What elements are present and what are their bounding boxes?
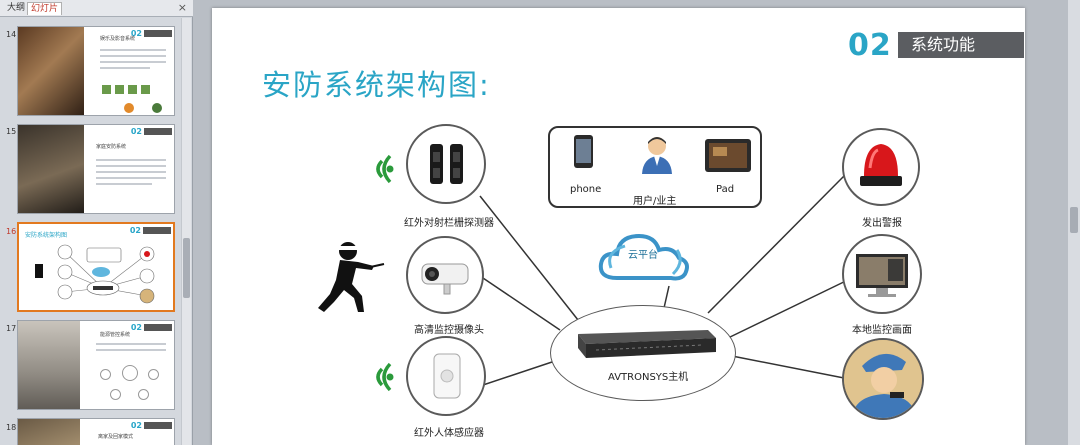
bullet-camera-icon: [421, 263, 469, 295]
close-icon[interactable]: ×: [177, 1, 187, 14]
alarm-label: 发出警报: [862, 218, 902, 229]
infrared-fence-label: 红外对射栏栅探测器: [404, 218, 494, 229]
section-number: 02: [848, 28, 892, 63]
user-owner-label: 用户/业主: [633, 196, 677, 207]
tab-slides[interactable]: 幻灯片: [27, 2, 63, 15]
slide-canvas[interactable]: 02 系统功能 安防系统架构图:: [212, 8, 1025, 445]
thumbnail-icon: [128, 85, 137, 94]
slide-thumbnail-18[interactable]: 02 离家及回家模式: [17, 418, 175, 445]
slide-scrollbar-thumb[interactable]: [1070, 207, 1078, 233]
slide-thumbnail-17[interactable]: 02 能源管控系统: [17, 320, 175, 410]
thumbnail-section-bar: [143, 227, 171, 234]
wifi-signal-icon: [376, 154, 394, 184]
thumbnail-icon: [100, 369, 111, 380]
hd-camera-node: [406, 236, 484, 314]
thumbnail-icon: [110, 389, 121, 400]
alarm-siren-icon: [860, 144, 902, 186]
local-monitor-node: [842, 234, 922, 314]
section-title: 系统功能: [911, 35, 976, 54]
thumbnail-icon: [152, 103, 162, 113]
intruder-icon: [318, 242, 385, 312]
thumbnail-badge: 02: [129, 226, 141, 235]
cloud-label: 云平台: [628, 250, 658, 261]
slide-title: 安防系统架构图:: [262, 68, 491, 102]
host-device-icon: [578, 330, 716, 358]
thumbnail-section-bar: [144, 128, 172, 135]
slide-number: 18: [6, 423, 17, 432]
thumbnail-text-line: [100, 49, 166, 51]
thumbnail-section-bar: [144, 324, 172, 331]
cloud-platform-icon: [598, 233, 689, 281]
thumbnail-title: 能源管控系统: [100, 332, 131, 338]
thumbnail-title: 家庭安防系统: [96, 144, 127, 150]
thumbnail-title: 离家及回家模式: [98, 434, 134, 440]
thumbnail-text-line: [96, 349, 166, 351]
monitor-icon: [856, 254, 908, 297]
slide-scrollbar[interactable]: [1068, 0, 1080, 445]
pane-scrollbar[interactable]: [181, 18, 191, 445]
slide-number: 16: [6, 227, 17, 236]
thumbnail-text-line: [100, 61, 166, 63]
phone-label: phone: [570, 184, 602, 195]
slide-thumbnail-15[interactable]: 02 家庭安防系统: [17, 124, 175, 214]
infrared-fence-node: [406, 124, 486, 204]
connector-lines: [479, 175, 853, 387]
security-guard-icon: [844, 340, 922, 418]
thumbnail-section-bar: [144, 30, 172, 37]
thumbnail-photo: [18, 125, 84, 213]
security-guard-node: [842, 338, 924, 420]
thumbnail-icon: [122, 365, 138, 381]
user-devices-box: phone 用户/业主 Pad: [548, 126, 762, 208]
thumbnail-icon: [138, 389, 149, 400]
host-label: AVTRONSYS主机: [608, 372, 689, 383]
phone-icon: [574, 135, 593, 168]
slides-pane: 大纲 幻灯片 × 14 02 娱乐及影音系统 15 02: [0, 0, 193, 445]
motion-sensor-icon: [433, 353, 461, 399]
slide-thumbnail-14[interactable]: 02 娱乐及影音系统: [17, 26, 175, 116]
thumbnail-badge: 02: [130, 127, 142, 136]
pad-label: Pad: [716, 184, 735, 195]
pir-sensor-label: 红外人体感应器: [414, 428, 484, 439]
thumbnail-badge: 02: [130, 29, 142, 38]
thumbnail-text-line: [96, 343, 166, 345]
thumbnail-text-line: [100, 55, 166, 57]
section-bar: [898, 32, 1024, 58]
slide-number: 17: [6, 324, 17, 333]
thumbnail-text-line: [96, 177, 166, 179]
thumbnail-title: 安防系统架构图: [25, 232, 68, 239]
thumbnail-text-line: [96, 171, 166, 173]
thumbnail-title: 娱乐及影音系统: [100, 36, 136, 42]
slide-thumbnail-16[interactable]: 02 安防系统架构图: [17, 222, 175, 312]
wifi-signal-icon: [376, 362, 394, 392]
thumbnail-text-line: [96, 165, 166, 167]
tab-outline[interactable]: 大纲: [7, 3, 26, 13]
thumbnail-photo: [18, 321, 80, 409]
thumbnail-icon: [115, 85, 124, 94]
thumbnail-text-line: [96, 183, 152, 185]
thumbnail-section-bar: [144, 422, 172, 429]
local-monitor-label: 本地监控画面: [852, 325, 912, 336]
thumbnail-text-line: [96, 159, 166, 161]
thumbnail-badge: 02: [130, 323, 142, 332]
thumbnail-photo: [18, 419, 80, 445]
user-avatar-icon: [642, 137, 672, 174]
pane-scrollbar-thumb[interactable]: [183, 238, 190, 298]
thumbnail-icon: [141, 85, 150, 94]
thumbnail-icon: [124, 103, 134, 113]
infrared-beam-detector-icon: [430, 144, 463, 184]
hd-camera-label: 高清监控摄像头: [414, 325, 484, 336]
alarm-node: [842, 128, 920, 206]
thumbnail-diagram: [35, 244, 155, 304]
thumbnail-icon: [148, 369, 159, 380]
slide-number: 14: [6, 30, 17, 39]
thumbnail-icon: [102, 85, 111, 94]
pir-sensor-node: [406, 336, 486, 416]
thumbnail-badge: 02: [130, 421, 142, 430]
tablet-icon: [705, 139, 751, 172]
slide-number: 15: [6, 127, 17, 136]
thumbnail-text-line: [100, 67, 150, 69]
pane-tabs: 大纲 幻灯片 ×: [0, 0, 193, 17]
thumbnail-photo: [18, 27, 84, 115]
